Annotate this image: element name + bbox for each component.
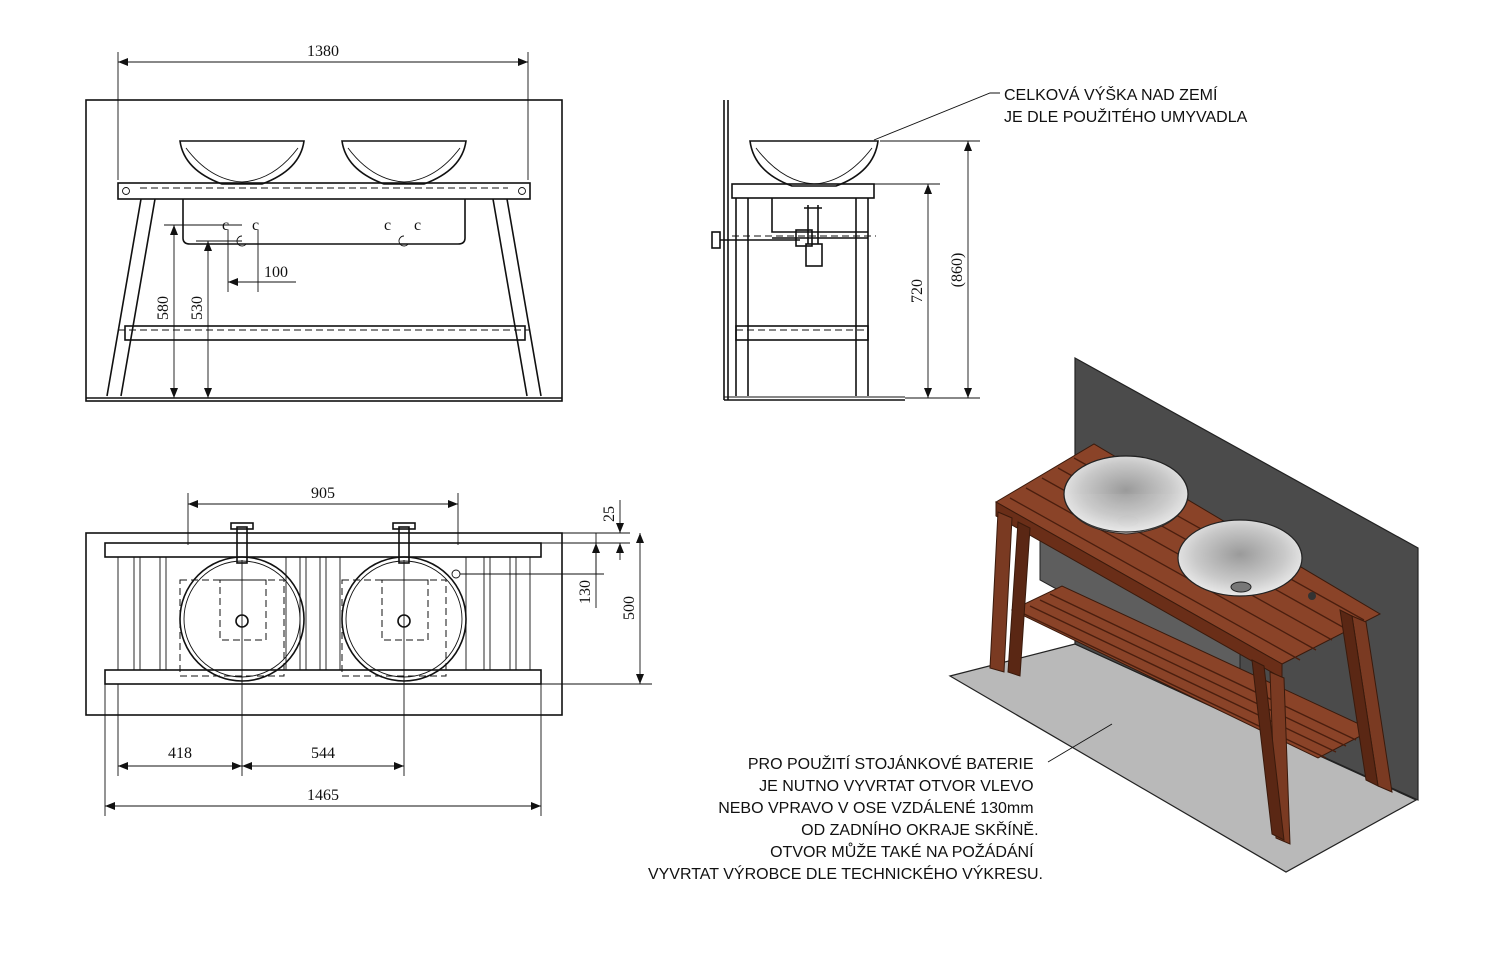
dim-130: 130 [577, 580, 594, 604]
svg-text:c: c [414, 217, 421, 234]
isometric-view: PRO POUŽITÍ STOJÁNKOVÉ BATERIE JE NUTNO … [648, 356, 1419, 883]
drilling-note-line-3: NEBO VPRAVO V OSE VZDÁLENÉ 130mm [718, 798, 1033, 817]
dim-500: 500 [621, 596, 638, 620]
drilling-note-line-1: PRO POUŽITÍ STOJÁNKOVÉ BATERIE [748, 754, 1034, 773]
dim-1380: 1380 [307, 43, 339, 60]
drilling-note-line-4: OD ZADNÍHO OKRAJE SKŘÍNĚ. [801, 820, 1038, 839]
dim-720: 720 [909, 279, 926, 303]
dim-100: 100 [264, 264, 288, 281]
height-note-line-2: JE DLE POUŽITÉHO UMYVADLA [1004, 107, 1248, 126]
dim-418: 418 [168, 745, 192, 762]
dim-25: 25 [601, 506, 618, 522]
svg-text:c: c [252, 217, 259, 234]
dim-1465: 1465 [307, 787, 339, 804]
svg-text:c: c [222, 217, 229, 234]
dim-580: 580 [155, 296, 172, 320]
drilling-note-line-5: OTVOR MŮŽE TAKÉ NA POŽÁDÁNÍ [770, 842, 1034, 861]
svg-text:c: c [384, 217, 391, 234]
dim-544: 544 [311, 745, 335, 762]
dim-860: (860) [949, 253, 966, 288]
height-note-line-1: CELKOVÁ VÝŠKA NAD ZEMÍ [1004, 85, 1218, 104]
front-view: c c c c 1380 100 580 530 [85, 43, 563, 402]
drilling-note-line-6: VYVRTAT VÝROBCE DLE TECHNICKÉHO VÝKRESU. [648, 864, 1043, 883]
side-view: 720 (860) CELKOVÁ VÝŠKA NAD ZEMÍ JE DLE … [711, 85, 1248, 401]
dim-905: 905 [311, 485, 335, 502]
drilling-note-line-2: JE NUTNO VYVRTAT OTVOR VLEVO [759, 778, 1033, 795]
drilling-note: PRO POUŽITÍ STOJÁNKOVÉ BATERIE JE NUTNO … [648, 754, 1043, 883]
dim-530: 530 [189, 296, 206, 320]
top-view: 905 25 130 500 418 544 1465 [85, 485, 652, 816]
